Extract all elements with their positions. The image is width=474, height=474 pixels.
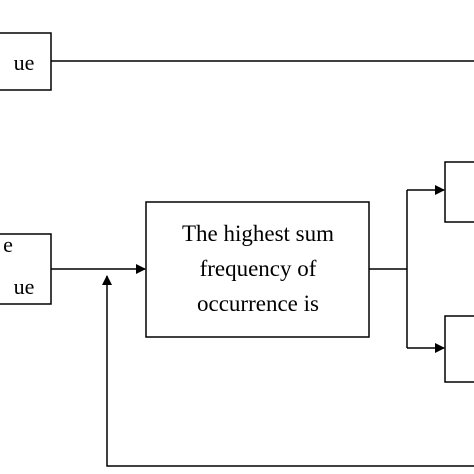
center-box — [145, 201, 370, 338]
lower-right-box — [444, 315, 474, 383]
center-box-label-line1: The highest sum — [182, 221, 334, 246]
mid-left-box-label-line1: e — [3, 232, 13, 257]
feedback-loop-line — [102, 275, 474, 467]
center-box-label-line3: occurrence is — [197, 291, 319, 316]
mid-left-box — [0, 233, 52, 305]
top-left-box-label: ue — [14, 50, 35, 75]
center-box-label-line2: frequency of — [200, 256, 317, 281]
upper-right-box — [444, 161, 474, 223]
mid-left-box-label-line2: ue — [14, 274, 35, 299]
